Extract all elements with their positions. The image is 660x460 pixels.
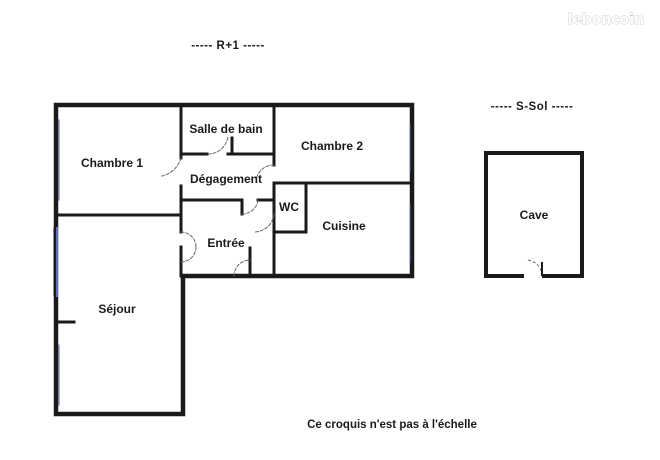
room-label-entree: Entrée bbox=[207, 236, 245, 250]
room-label-chambre1: Chambre 1 bbox=[81, 156, 143, 170]
cave-walls bbox=[484, 151, 584, 278]
outer-walls bbox=[53, 102, 415, 417]
interior-walls bbox=[56, 103, 414, 324]
door-arcs bbox=[161, 135, 275, 277]
r1-plan bbox=[53, 102, 415, 417]
watermark-text: leboncoin bbox=[567, 12, 644, 28]
scale-note: Ce croquis n'est pas à l'échelle bbox=[307, 419, 477, 431]
room-label-cuisine: Cuisine bbox=[322, 219, 366, 233]
room-label-chambre2: Chambre 2 bbox=[301, 139, 363, 153]
room-label-degagement: Dégagement bbox=[190, 172, 262, 186]
room-label-sejour: Séjour bbox=[98, 302, 136, 316]
room-label-salle-de-bain: Salle de bain bbox=[189, 122, 262, 136]
room-label-cave: Cave bbox=[520, 208, 549, 222]
room-label-wc: WC bbox=[279, 200, 299, 214]
floor-label-ssol: ----- S-Sol ----- bbox=[491, 101, 574, 113]
floor-label-r1: ----- R+1 ----- bbox=[191, 40, 265, 52]
ssol-plan bbox=[484, 151, 584, 278]
cave-door-arc bbox=[525, 259, 543, 277]
windows bbox=[53, 119, 411, 406]
